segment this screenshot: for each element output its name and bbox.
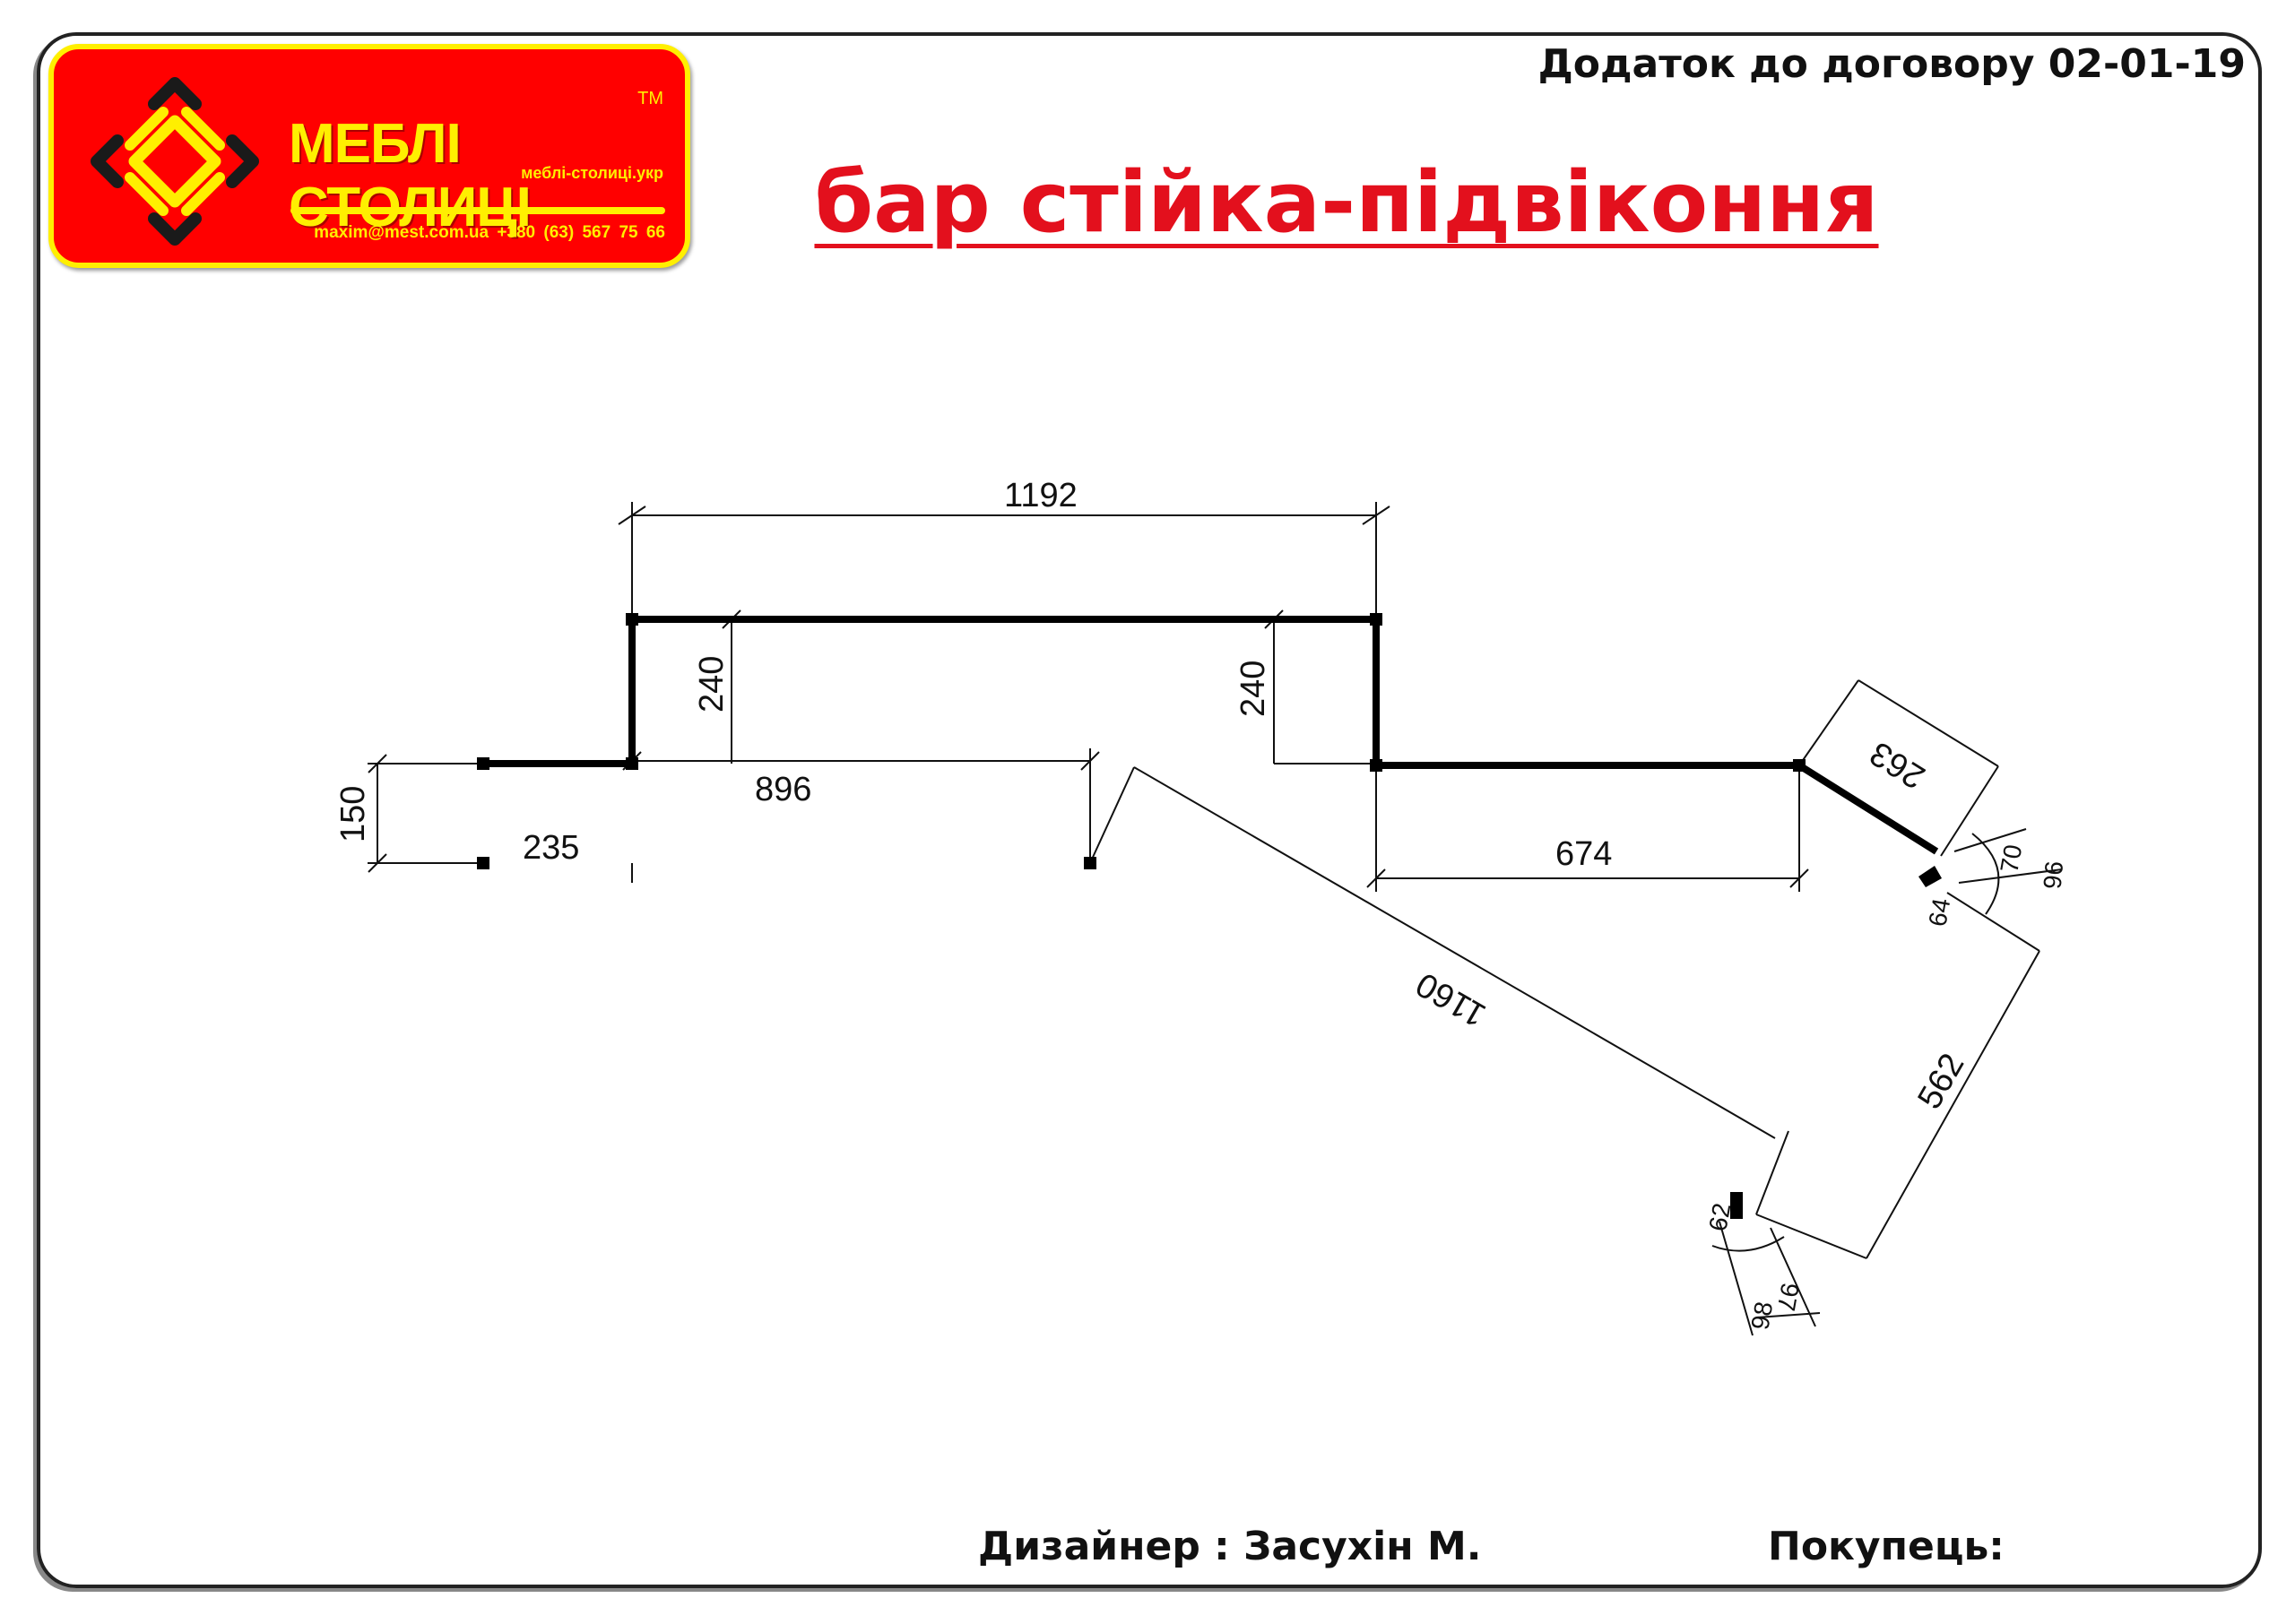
- contacts: maxim@mest.com.ua +380 (63) 567 75 66: [314, 223, 665, 242]
- diamond-logo-icon: [91, 77, 259, 246]
- dim-end-length: 235: [523, 829, 579, 867]
- page-frame: [37, 32, 2262, 1588]
- dim-angle-a: 70: [1995, 842, 2027, 875]
- dim-diagonal-short: 263: [1864, 734, 1932, 796]
- dimension-lines: [368, 502, 2063, 1336]
- dim-radius-a: 64: [1923, 896, 1955, 929]
- dim-end-height: 150: [334, 786, 372, 842]
- designer-label: Дизайнер : Засухін М.: [978, 1524, 1482, 1569]
- dim-radius-b: 62: [1703, 1201, 1736, 1233]
- page-title: бар стійка-підвіконня: [814, 154, 1879, 252]
- countertop-outline: [483, 616, 1939, 855]
- dim-diagonal-long: 1160: [1410, 964, 1493, 1033]
- dim-middle-length: 896: [755, 771, 811, 808]
- dim-angle-c: 97: [1772, 1281, 1805, 1313]
- website: меблі-столиці.укр: [521, 164, 663, 182]
- dim-angle-d: 98: [1745, 1300, 1778, 1332]
- dim-left-depth: 240: [693, 656, 731, 713]
- buyer-label: Покупець:: [1768, 1524, 2005, 1569]
- company-logo: TM МЕБЛІ СТОЛИЦІ меблі-столиці.укр maxim…: [48, 44, 690, 268]
- dim-right-depth: 240: [1234, 661, 1272, 717]
- brand-name: МЕБЛІ СТОЛИЦІ: [289, 113, 532, 238]
- logo-divider: [290, 207, 665, 214]
- document-reference: Додаток до договору 02-01-19: [1537, 41, 2246, 87]
- trademark: TM: [637, 89, 663, 108]
- dim-right-length: 674: [1555, 835, 1612, 873]
- dim-angle-b: 96: [2038, 860, 2068, 890]
- vertex-markers: [477, 613, 1942, 1219]
- dim-diagonal-lower: 562: [1910, 1048, 1971, 1116]
- dim-top-width: 1192: [1004, 477, 1078, 514]
